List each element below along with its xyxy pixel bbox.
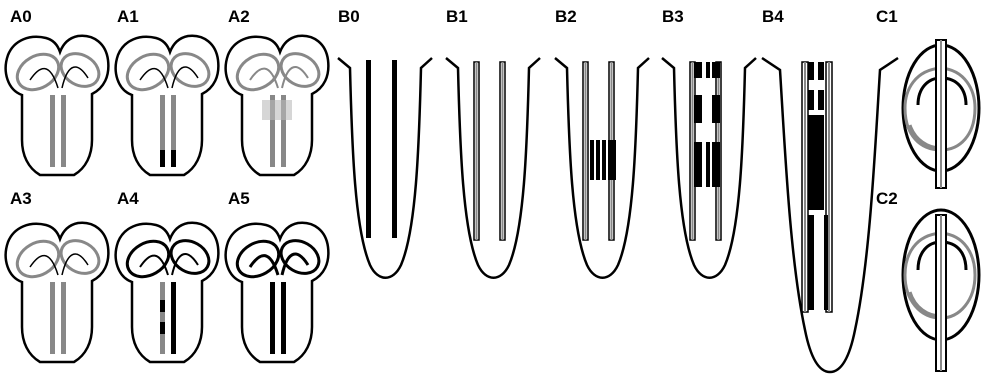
label-c2: C2 [876,189,898,208]
label-b2: B2 [555,7,577,26]
panel-a4 [116,223,219,362]
panel-a0 [6,36,109,175]
label-a5: A5 [228,189,250,208]
panel-a5 [226,223,329,362]
label-b0: B0 [338,7,360,26]
label-b3: B3 [662,7,684,26]
label-a4: A4 [117,189,139,208]
label-a1: A1 [117,7,139,26]
label-a2: A2 [228,7,250,26]
panel-b1 [446,58,540,278]
label-b1: B1 [446,7,468,26]
label-b4: B4 [762,7,784,26]
panel-c2 [903,210,979,371]
label-a3: A3 [10,189,32,208]
panel-b0 [338,58,432,278]
panel-c1 [903,40,979,188]
label-c1: C1 [876,7,898,26]
panel-b4 [762,58,898,372]
panel-a2 [226,36,329,175]
panel-b3 [662,58,756,278]
panel-a1 [116,36,219,175]
panel-b2 [555,58,649,278]
label-a0: A0 [10,7,32,26]
panel-a3 [6,223,109,362]
